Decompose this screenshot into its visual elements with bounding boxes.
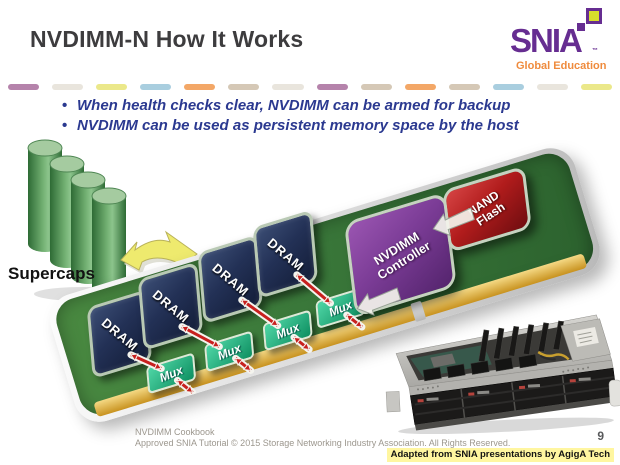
- divider-dash: [228, 84, 260, 90]
- divider-dash: [536, 84, 569, 90]
- divider-dash: [404, 84, 436, 90]
- footer-line1: NVDIMM Cookbook: [135, 427, 215, 437]
- attribution-credit: Adapted from SNIA presentations by AgigA…: [386, 448, 614, 462]
- mux-label: Mux: [273, 319, 302, 342]
- divider-dash: [184, 84, 216, 90]
- logo-purple-square-icon: [577, 23, 585, 31]
- mux-label: Mux: [215, 340, 243, 363]
- logo-tagline: Global Education: [516, 60, 607, 72]
- nvdimm-controller-label: NVDIMM Controller: [371, 229, 434, 283]
- divider-dash: [448, 84, 480, 90]
- section-divider: [8, 84, 613, 90]
- footer-note: NVDIMM Cookbook Approved SNIA Tutorial ©…: [135, 427, 510, 449]
- bullet-dot: •: [62, 117, 68, 134]
- supercap-cylinder: [91, 187, 127, 300]
- snia-wordmark: SNIA: [510, 22, 583, 59]
- footer-line2: Approved SNIA Tutorial © 2015 Storage Ne…: [135, 438, 511, 448]
- divider-dash: [581, 84, 613, 90]
- dram-label: DRAM: [208, 259, 252, 300]
- divider-dash: [272, 84, 304, 90]
- divider-dash: [316, 84, 348, 90]
- mux-label: Mux: [326, 297, 355, 319]
- bullet-item: •When health checks clear, NVDIMM can be…: [62, 97, 511, 114]
- dram-label: DRAM: [263, 234, 307, 274]
- divider-dash: [140, 84, 172, 90]
- dram-label: DRAM: [149, 286, 192, 326]
- divider-dash: [96, 84, 128, 90]
- slide-title: NVDIMM-N How It Works: [30, 26, 304, 52]
- supercaps-illustration: [27, 139, 134, 301]
- nand-flash-label: NAND Flash: [464, 188, 508, 229]
- bullet-item: •NVDIMM can be used as persistent memory…: [62, 117, 519, 134]
- trademark-symbol: ™: [592, 48, 598, 54]
- mux-label: Mux: [157, 362, 185, 385]
- dram-label: DRAM: [98, 314, 141, 354]
- divider-dash: [492, 84, 524, 90]
- logo-yellow-square-icon: [586, 8, 602, 24]
- supercaps-label: Supercaps: [8, 264, 95, 283]
- divider-dash: [8, 84, 40, 90]
- divider-dash: [52, 84, 84, 90]
- bullet-list: •When health checks clear, NVDIMM can be…: [62, 96, 519, 136]
- server-photo: [385, 314, 620, 434]
- bullet-dot: •: [62, 97, 68, 114]
- divider-dash: [360, 84, 392, 90]
- snia-logo: SNIA ™ Global Education: [504, 4, 608, 76]
- page-number: 9: [597, 429, 604, 443]
